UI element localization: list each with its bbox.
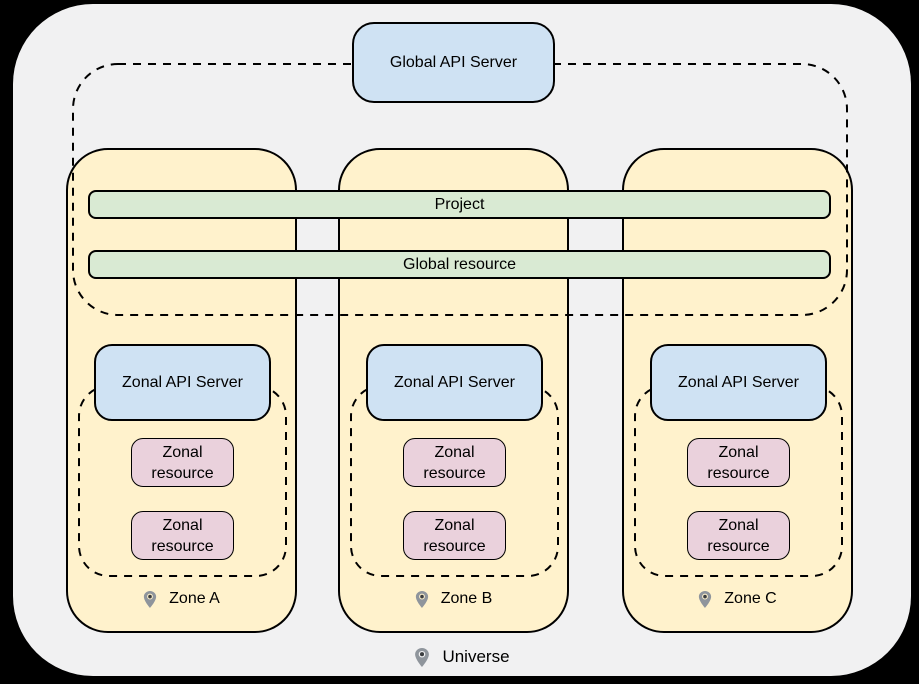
universe-name: Universe bbox=[442, 647, 510, 666]
zone-b-label-row: Zone B bbox=[340, 586, 567, 612]
project-bar: Project bbox=[88, 190, 831, 219]
zone-a-container: Zonal API Server Zonal resource Zonal re… bbox=[66, 148, 297, 633]
zone-a-zonal-resource-box-2: Zonal resource bbox=[131, 511, 234, 560]
zone-name: Zone C bbox=[724, 590, 777, 607]
universe-label-row: Universe bbox=[13, 643, 911, 671]
zone-a-zonal-resource-box-1: Zonal resource bbox=[131, 438, 234, 487]
zone-c-container: Zonal API Server Zonal resource Zonal re… bbox=[622, 148, 853, 633]
zone-b-zonal-resource-box-1: Zonal resource bbox=[403, 438, 506, 487]
location-pin-icon bbox=[415, 647, 430, 667]
zone-name: Zone B bbox=[440, 590, 493, 607]
location-pin-icon bbox=[699, 590, 712, 608]
zone-b-container: Zonal API Server Zonal resource Zonal re… bbox=[338, 148, 569, 633]
zonal-api-server-label: Zonal API Server bbox=[678, 373, 799, 391]
location-pin-icon bbox=[144, 590, 157, 608]
zone-c-zonal-resource-box-1: Zonal resource bbox=[687, 438, 790, 487]
zone-c-zonal-api-server-box: Zonal API Server bbox=[650, 344, 827, 421]
zone-a-zonal-api-server-box: Zonal API Server bbox=[94, 344, 271, 421]
zone-a-label-row: Zone A bbox=[68, 586, 295, 612]
zone-b-zonal-resource-box-2: Zonal resource bbox=[403, 511, 506, 560]
global-api-server-box: Global API Server bbox=[352, 22, 555, 103]
zone-c-label-row: Zone C bbox=[624, 586, 851, 612]
zone-name: Zone A bbox=[169, 590, 220, 607]
global-api-server-label: Global API Server bbox=[389, 53, 518, 71]
zonal-api-server-label: Zonal API Server bbox=[122, 373, 243, 391]
zone-c-zonal-resource-box-2: Zonal resource bbox=[687, 511, 790, 560]
zonal-api-server-label: Zonal API Server bbox=[394, 373, 515, 391]
global-resource-bar: Global resource bbox=[88, 250, 831, 279]
location-pin-icon bbox=[415, 590, 428, 608]
zone-b-zonal-api-server-box: Zonal API Server bbox=[366, 344, 543, 421]
